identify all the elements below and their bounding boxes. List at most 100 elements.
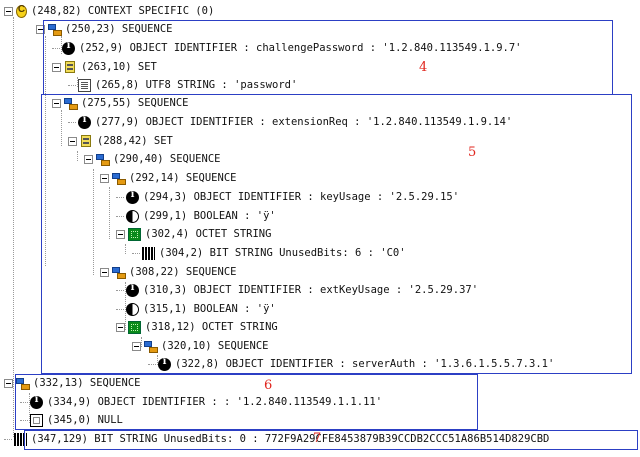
object-identifier-icon [158, 356, 171, 371]
tree-node[interactable]: (310,3) OBJECT IDENTIFIER : extKeyUsage … [116, 282, 478, 299]
octet-string-icon [128, 228, 141, 241]
tree-node[interactable]: (290,40) SEQUENCE [84, 151, 220, 168]
collapse-toggle[interactable] [116, 230, 125, 239]
object-identifier-icon [78, 114, 91, 129]
annotation-number-5: 5 [468, 145, 477, 160]
node-label: (277,9) OBJECT IDENTIFIER : extensionReq… [95, 116, 513, 128]
tree-node[interactable]: (292,14) SEQUENCE [100, 170, 236, 187]
annotation-number-4: 4 [419, 60, 428, 75]
tree-connector [148, 363, 156, 366]
node-label: (345,0) NULL [47, 414, 123, 426]
collapse-toggle[interactable] [132, 342, 141, 351]
tree-node[interactable]: (320,10) SEQUENCE [132, 338, 268, 355]
sequence-icon [112, 266, 126, 279]
sequence-icon [64, 97, 78, 110]
boolean-icon [126, 210, 139, 223]
collapse-toggle[interactable] [52, 63, 61, 72]
utf8-string-icon [78, 79, 91, 92]
tree-guide-line [77, 151, 78, 161]
collapse-toggle[interactable] [4, 379, 13, 388]
null-icon [30, 414, 43, 427]
collapse-toggle[interactable] [100, 174, 109, 183]
context-specific-icon [16, 4, 27, 18]
tree-guide-line [13, 17, 14, 437]
collapse-toggle[interactable] [68, 137, 77, 146]
tree-node[interactable]: (288,42) SET [68, 133, 173, 150]
tree-node[interactable]: (265,8) UTF8 STRING : 'password' [68, 77, 297, 94]
tree-node[interactable]: (263,10) SET [52, 59, 157, 76]
tree-node[interactable]: (308,22) SEQUENCE [100, 264, 236, 281]
octet-string-icon [128, 321, 141, 334]
tree-node[interactable]: (345,0) NULL [20, 412, 123, 429]
node-label: (315,1) BOOLEAN : 'ÿ' [143, 303, 276, 315]
collapse-toggle[interactable] [4, 7, 13, 16]
tree-node[interactable]: (315,1) BOOLEAN : 'ÿ' [116, 301, 276, 318]
tree-guide-line [29, 393, 30, 423]
object-identifier-icon [30, 394, 43, 409]
tree-connector [20, 419, 28, 422]
object-identifier-icon [126, 189, 139, 204]
tree-connector [132, 252, 140, 255]
node-label: (347,129) BIT STRING UnusedBits: 0 : 772… [31, 433, 550, 445]
tree-node[interactable]: (322,8) OBJECT IDENTIFIER : serverAuth :… [148, 356, 554, 373]
tree-connector [116, 196, 124, 199]
bit-string-icon [142, 247, 155, 260]
sequence-icon [112, 172, 126, 185]
sequence-icon [16, 377, 30, 390]
node-label: (248,82) CONTEXT SPECIFIC (0) [31, 5, 215, 17]
node-label: (310,3) OBJECT IDENTIFIER : extKeyUsage … [143, 284, 479, 296]
node-label: (288,42) SET [97, 135, 173, 147]
node-label: (275,55) SEQUENCE [81, 97, 189, 109]
tree-guide-line [61, 110, 62, 146]
tree-node[interactable]: (318,12) OCTET STRING [116, 319, 278, 336]
node-label: (252,9) OBJECT IDENTIFIER : challengePas… [79, 42, 522, 54]
object-identifier-icon [62, 40, 75, 55]
collapse-toggle[interactable] [100, 268, 109, 277]
tree-node[interactable]: (334,9) OBJECT IDENTIFIER : : '1.2.840.1… [20, 394, 382, 411]
node-label: (302,4) OCTET STRING [145, 228, 272, 240]
node-label: (334,9) OBJECT IDENTIFIER : : '1.2.840.1… [47, 396, 383, 408]
tree-guide-line [93, 169, 94, 275]
tree-node[interactable]: (275,55) SEQUENCE [52, 95, 188, 112]
annotation-number-6: 6 [264, 378, 273, 393]
collapse-toggle[interactable] [36, 25, 45, 34]
tree-guide-line [45, 36, 46, 266]
node-label: (320,10) SEQUENCE [161, 340, 269, 352]
tree-connector [116, 308, 124, 311]
bit-string-icon [14, 433, 27, 446]
tree-node[interactable]: (294,3) OBJECT IDENTIFIER : keyUsage : '… [116, 189, 459, 206]
node-label: (304,2) BIT STRING UnusedBits: 6 : 'C0' [159, 247, 406, 259]
tree-node[interactable]: (299,1) BOOLEAN : 'ÿ' [116, 208, 276, 225]
node-label: (265,8) UTF8 STRING : 'password' [95, 79, 298, 91]
tree-node[interactable]: (277,9) OBJECT IDENTIFIER : extensionReq… [68, 114, 512, 131]
tree-node[interactable]: (347,129) BIT STRING UnusedBits: 0 : 772… [4, 431, 549, 448]
node-label: (299,1) BOOLEAN : 'ÿ' [143, 210, 276, 222]
boolean-icon [126, 303, 139, 316]
tree-node[interactable]: (248,82) CONTEXT SPECIFIC (0) [4, 3, 214, 20]
node-label: (332,13) SEQUENCE [33, 377, 141, 389]
collapse-toggle[interactable] [84, 155, 93, 164]
sequence-icon [96, 153, 110, 166]
tree-node[interactable]: (302,4) OCTET STRING [116, 226, 271, 243]
tree-node[interactable]: (304,2) BIT STRING UnusedBits: 6 : 'C0' [132, 245, 406, 262]
tree-connector [116, 289, 124, 292]
node-label: (294,3) OBJECT IDENTIFIER : keyUsage : '… [143, 191, 460, 203]
node-label: (250,23) SEQUENCE [65, 23, 173, 35]
sequence-icon [48, 23, 62, 36]
node-label: (308,22) SEQUENCE [129, 266, 237, 278]
tree-guide-line [125, 282, 126, 330]
tree-node[interactable]: (332,13) SEQUENCE [4, 375, 140, 392]
tree-connector [20, 401, 28, 404]
annotation-number-7: 7 [313, 431, 322, 446]
tree-guide-line [109, 187, 110, 239]
tree-connector [52, 47, 60, 50]
tree-connector [116, 215, 124, 218]
node-label: (263,10) SET [81, 61, 157, 73]
tree-connector [4, 438, 12, 441]
set-icon [80, 135, 93, 148]
tree-guide-line [77, 77, 78, 87]
tree-node[interactable]: (252,9) OBJECT IDENTIFIER : challengePas… [52, 40, 522, 57]
tree-node[interactable]: (250,23) SEQUENCE [36, 21, 172, 38]
collapse-toggle[interactable] [52, 99, 61, 108]
collapse-toggle[interactable] [116, 323, 125, 332]
